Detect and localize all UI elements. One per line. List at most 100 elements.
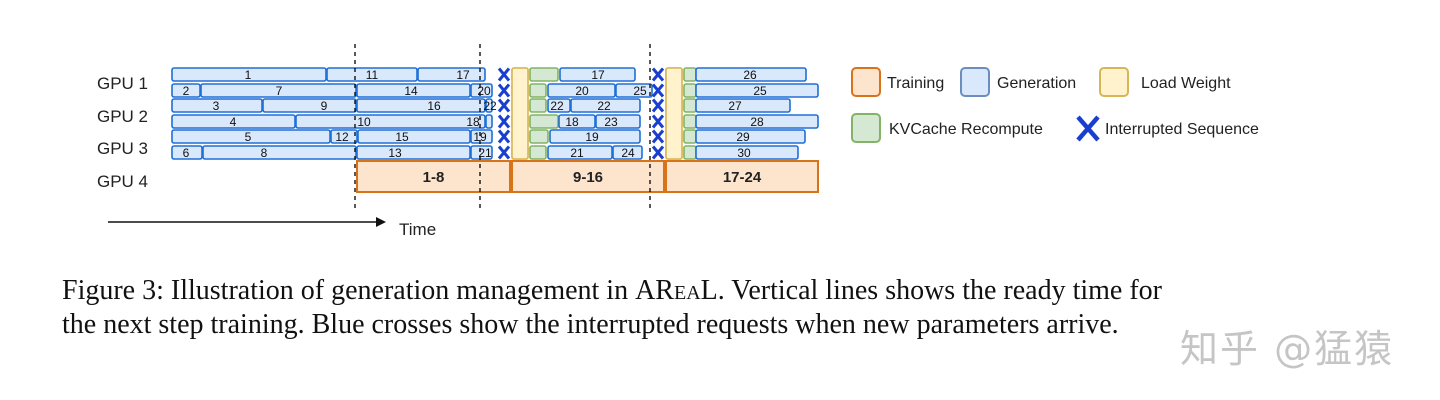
generation-segment: 25 [695,83,819,98]
caption-system-name: AReaL [635,275,718,306]
sequence-label: 22 [483,99,497,113]
kvcache-recompute-segment [529,129,549,144]
sequence-label: 6 [183,146,190,160]
sequence-label: 28 [750,115,764,129]
kvcache-recompute-segment [683,145,697,160]
kvcache-recompute-segment [529,98,547,113]
sequence-label: 8 [261,146,268,160]
generation-segment: 3 [171,98,263,113]
generation-segment: 16 [356,98,486,113]
legend-generation-swatch [960,67,990,97]
interrupted-cross-icon [497,83,511,98]
kvcache-recompute-segment [529,145,547,160]
generation-segment: 29 [695,129,806,144]
sequence-label: 4 [230,115,237,129]
sequence-label: 19 [585,130,599,144]
legend-training-swatch [851,67,881,97]
watermark: 知乎 @猛猿 [1180,327,1395,371]
generation-segment: 18 [466,114,493,129]
kvcache-recompute-segment [683,98,697,113]
sequence-label: 30 [737,146,751,160]
time-arrow-head [376,217,386,227]
generation-segment: 22 [483,98,497,113]
interrupted-cross-icon [651,114,665,129]
interrupted-cross-icon [651,129,665,144]
sequence-label: 15 [395,130,409,144]
kvcache-recompute-segment [529,114,559,129]
generation-segment: 26 [695,67,807,82]
interrupted-cross-icon [497,67,511,82]
interrupted-cross-icon [497,129,511,144]
generation-segment: 7 [200,83,357,98]
ready-time-lines [354,44,651,208]
generation-segment: 20 [547,83,616,98]
interrupted-cross-icon [651,145,665,160]
generation-segment: 17 [559,67,636,82]
sequence-label: 17 [591,68,605,82]
training-batch-label: 1-8 [423,169,445,186]
interrupted-cross-icon [497,114,511,129]
sequence-label: 20 [477,84,491,98]
generation-segment: 17 [417,67,486,82]
sequence-label: 13 [388,146,402,160]
legend-training-label: Training [887,75,944,92]
kvcache-recompute-segment [683,83,697,98]
generation-segment: 4 [171,114,296,129]
training-batch-label: 17-24 [723,169,762,186]
generation-segment: 6 [171,145,203,160]
generation-segment: 10 [295,114,486,129]
sequence-label: 25 [633,84,647,98]
gpu-label-3: GPU 3 [97,139,148,158]
generation-segment: 21 [547,145,613,160]
generation-segment: 24 [612,145,643,160]
interrupted-cross-icon [651,98,665,113]
legend-load-weight-swatch [1099,67,1129,97]
sequence-label: 18 [565,115,579,129]
legend-kvcache-label: KVCache Recompute [889,121,1043,138]
caption-label: Figure 3: [62,275,164,306]
kvcache-recompute-segment [683,114,697,129]
generation-segment: 21 [470,145,493,160]
generation-segment: 5 [171,129,331,144]
interrupted-cross-icon [651,67,665,82]
sequence-label: 5 [245,130,252,144]
sequence-label: 9 [321,99,328,113]
sequence-label: 25 [753,84,767,98]
training-batch-label: 9-16 [573,169,603,186]
caption-part2: . Vertical lines shows the ready time fo… [717,275,1163,306]
sequence-label: 11 [366,68,379,82]
sequence-label: 29 [736,130,750,144]
sequence-label: 21 [478,146,492,160]
interrupted-cross-icon [497,145,511,160]
generation-segment: 22 [547,98,571,113]
sequence-label: 20 [575,84,589,98]
generation-segment: 25 [615,83,653,98]
sequence-label: 27 [728,99,742,113]
sequence-label: 1 [245,68,252,82]
sequence-label: 22 [550,99,564,113]
kvcache-recompute-segment [529,67,559,82]
legend-interrupted-label: Interrupted Sequence [1105,121,1259,138]
sequence-label: 18 [466,115,480,129]
figure-caption: Figure 3: Illustration of generation man… [62,274,1362,342]
sequence-label: 26 [743,68,757,82]
generation-segment: 23 [595,114,641,129]
generation-segment: 28 [695,114,819,129]
generation-segment: 19 [470,129,493,144]
generation-segment: 12 [330,129,358,144]
training-row: 1-8 9-16 17-24 [356,160,819,193]
generation-segment: 9 [262,98,357,113]
generation-segment: 1 [171,67,327,82]
sequence-label: 16 [427,99,441,113]
generation-segment: 13 [356,145,471,160]
load-weight-block [665,67,683,160]
generation-segment: 2 [171,83,201,98]
generation-segment: 11 [326,67,418,82]
sequence-label: 12 [335,130,349,144]
